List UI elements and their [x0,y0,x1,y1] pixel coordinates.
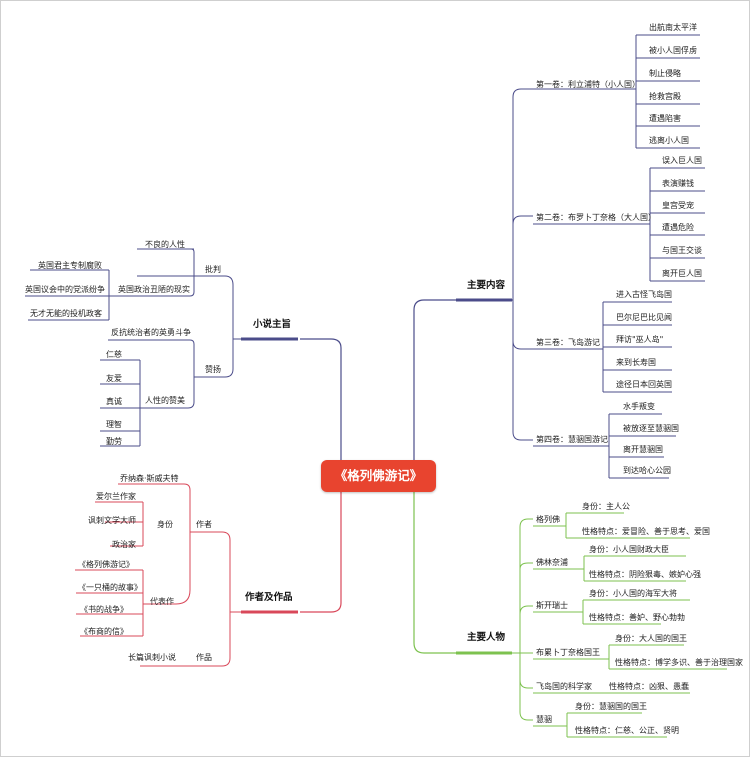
node-character[interactable]: 慧骃 [536,715,552,724]
node-rep-work[interactable]: 《布商的信》 [80,627,128,636]
node-virtue[interactable]: 勤劳 [106,437,122,446]
node-vol3-item[interactable]: 巴尔尼巴比见闻 [616,313,672,322]
node-vol3-item[interactable]: 拜访"巫人岛" [616,335,664,344]
node-rep-work[interactable]: 《格列佛游记》 [78,560,134,569]
node-vol1-item[interactable]: 逃离小人国 [649,136,689,145]
node-vol1[interactable]: 第一卷：利立浦特（小人国） [536,80,640,89]
node-heroes[interactable]: 反抗统治者的英勇斗争 [111,328,191,337]
node-politics-item[interactable]: 无才无能的投机政客 [30,309,102,318]
node-character-identity[interactable]: 身份：小人国的海军大将 [589,589,677,598]
node-character-traits[interactable]: 性格特点：阴险狠毒、嫉妒心强 [589,570,701,579]
node-character-traits[interactable]: 性格特点：仁慈、公正、贤明 [575,726,679,735]
branch-theme[interactable]: 小说主旨 [253,319,292,330]
node-humanity[interactable]: 人性的赞美 [145,396,185,405]
node-vol4-item[interactable]: 到达哈心公园 [623,466,671,475]
node-vol4-item[interactable]: 离开慧骃国 [623,445,663,454]
node-vol3-item[interactable]: 来到长寿国 [616,358,656,367]
node-vol1-item[interactable]: 遭遇陷害 [649,114,681,123]
node-character[interactable]: 飞岛国的科学家 [536,682,592,691]
node-identity-label[interactable]: 身份 [157,520,173,529]
node-character-identity[interactable]: 身份：小人国财政大臣 [589,545,669,554]
node-character-traits[interactable]: 性格特点：善妒、野心勃勃 [589,613,685,622]
node-vol1-item[interactable]: 抢救宫殿 [649,92,681,101]
node-rep-work[interactable]: 《书的战争》 [80,605,128,614]
node-virtue[interactable]: 理智 [106,420,122,429]
node-work[interactable]: 长篇讽刺小说 [128,653,176,662]
node-virtue[interactable]: 仁慈 [106,350,122,359]
node-politics[interactable]: 英国政治丑陋的现实 [118,285,190,294]
node-vol2-item[interactable]: 误入巨人国 [662,156,702,165]
node-character-identity[interactable]: 身份：慧骃国的国王 [575,702,647,711]
node-vol2[interactable]: 第二卷：布罗卜丁奈格（大人国） [536,213,656,222]
node-vol2-item[interactable]: 与国王交谈 [662,246,702,255]
node-bad-nature[interactable]: 不良的人性 [145,240,185,249]
node-virtue[interactable]: 真诚 [106,397,122,406]
node-praise[interactable]: 赞扬 [205,365,221,374]
node-character-traits[interactable]: 性格特点：爱冒险、善于思考、爱国 [582,527,710,536]
node-work-label[interactable]: 作品 [196,653,212,662]
node-vol2-item[interactable]: 遭遇危险 [662,223,694,232]
node-character-identity[interactable]: 身份：主人公 [582,502,630,511]
node-vol2-item[interactable]: 表演赚钱 [662,179,694,188]
node-vol4[interactable]: 第四卷：慧骃国游记 [536,435,608,444]
node-character[interactable]: 佛林奈浦 [536,558,568,567]
root-topic[interactable]: 《格列佛游记》 [321,460,436,492]
node-criticize[interactable]: 批判 [205,265,221,274]
node-vol1-item[interactable]: 制止侵略 [649,69,681,78]
branch-main-content[interactable]: 主要内容 [467,280,506,291]
node-virtue[interactable]: 友爱 [106,374,122,383]
branch-characters[interactable]: 主要人物 [467,632,506,643]
node-character[interactable]: 格列佛 [536,515,560,524]
node-vol2-item[interactable]: 离开巨人国 [662,269,702,278]
node-vol2-item[interactable]: 皇宫受宠 [662,201,694,210]
node-identity[interactable]: 讽刺文学大师 [88,516,136,525]
branch-author[interactable]: 作者及作品 [245,592,293,603]
node-vol1-item[interactable]: 出航南太平洋 [649,23,697,32]
node-character[interactable]: 斯开瑞士 [536,601,568,610]
node-character[interactable]: 布累卜丁奈格国王 [536,648,600,657]
node-identity[interactable]: 爱尔兰作家 [96,492,136,501]
node-vol3-item[interactable]: 途径日本回英国 [616,380,672,389]
node-author-name[interactable]: 乔纳森·斯威夫特 [120,474,179,483]
node-character-traits[interactable]: 性格特点：凶狠、愚蠢 [609,682,689,691]
node-politics-item[interactable]: 英国议会中的党派纷争 [25,285,105,294]
node-rep-work[interactable]: 《一只桶的故事》 [78,583,142,592]
node-vol4-item[interactable]: 水手叛变 [623,402,655,411]
node-character-traits[interactable]: 性格特点：博学多识、善于治理国家 [615,658,743,667]
node-rep-label[interactable]: 代表作 [150,597,174,606]
node-character-identity[interactable]: 身份：大人国的国王 [615,634,687,643]
node-vol4-item[interactable]: 被放逐至慧骃国 [623,424,679,433]
node-author-label[interactable]: 作者 [196,520,212,529]
node-politics-item[interactable]: 英国君主专制腐败 [38,261,102,270]
node-identity[interactable]: 政治家 [112,540,136,549]
node-vol3-item[interactable]: 进入古怪飞岛国 [616,290,672,299]
node-vol3[interactable]: 第三卷：飞岛游记 [536,338,600,347]
node-vol1-item[interactable]: 被小人国俘虏 [649,46,697,55]
